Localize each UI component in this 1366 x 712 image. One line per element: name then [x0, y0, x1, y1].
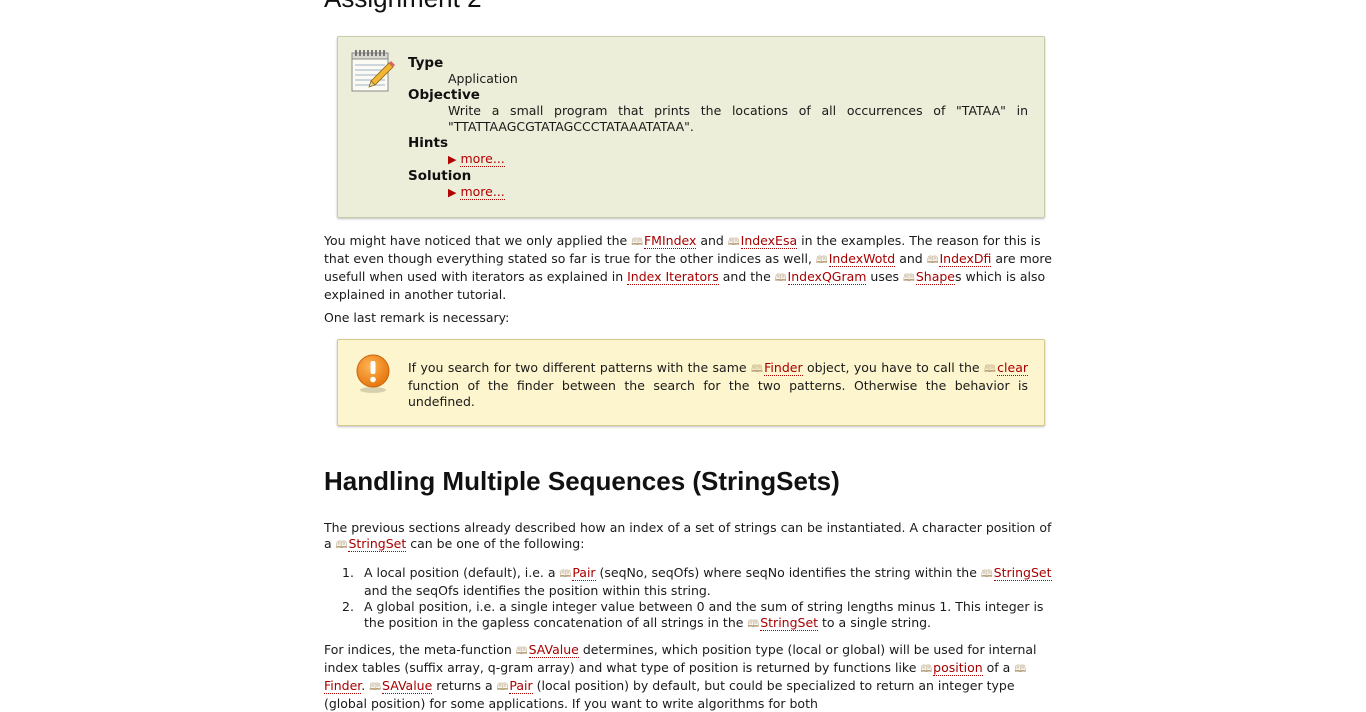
expand-triangle-icon: ▶ [448, 186, 457, 199]
text: If you search for two different patterns… [408, 360, 751, 375]
text: For indices, the meta-function [324, 642, 516, 657]
list-number: 2. [342, 599, 354, 614]
text: of a [982, 660, 1015, 675]
text: (seqNo, seqOfs) where seqNo identifies t… [595, 565, 981, 580]
text: can be one of the following: [406, 536, 585, 551]
objective-text: Write a small program that prints the lo… [448, 103, 1028, 134]
text: and the seqOfs identifies the position w… [364, 583, 711, 598]
link-pair[interactable]: Pair [509, 678, 533, 694]
list-number: 1. [342, 565, 354, 580]
list-item: 2. A global position, i.e. a single integ… [324, 599, 1061, 633]
paragraph: One last remark is necessary: [324, 310, 510, 325]
book-icon: 🕮 [815, 255, 828, 266]
text: object, you have to call the [802, 360, 984, 375]
link-stringset[interactable]: StringSet [993, 565, 1052, 581]
expand-triangle-icon: ▶ [448, 153, 457, 166]
book-icon: 🕮 [980, 569, 993, 580]
notepad-icon [351, 50, 395, 92]
type-label: Type [408, 55, 444, 71]
solution-toggle[interactable]: ▶more... [448, 184, 1028, 201]
paragraph: You might have noticed that we only appl… [324, 233, 1061, 303]
book-icon: 🕮 [496, 682, 509, 693]
book-icon: 🕮 [983, 364, 996, 375]
text: are more usefull when used with iterator… [324, 251, 1052, 284]
book-icon: 🕮 [774, 273, 787, 284]
link-indexesa[interactable]: IndexEsa [740, 233, 798, 249]
text: A local position (default), i.e. a [364, 565, 560, 580]
book-icon: 🕮 [1014, 664, 1026, 675]
assignment-details: Type Application Objective Write a small… [408, 55, 1028, 201]
section-heading: Assignment 2 [324, 0, 482, 13]
paragraph: For indices, the meta-function 🕮SAValue … [324, 642, 1061, 712]
book-icon: 🕮 [631, 237, 643, 248]
text: and [696, 233, 728, 248]
book-icon: 🕮 [335, 540, 348, 551]
text: The previous sections already described … [324, 520, 1052, 551]
type-value: Application [448, 71, 518, 86]
position-types-list: 1.A local position (default), i.e. a 🕮Pa… [324, 565, 1061, 633]
exclamation-icon [356, 354, 390, 393]
book-icon: 🕮 [903, 273, 915, 284]
hints-label: Hints [408, 135, 449, 151]
link-stringset[interactable]: StringSet [760, 615, 819, 631]
book-icon: 🕮 [559, 569, 572, 580]
hints-more-link[interactable]: more... [460, 151, 505, 167]
section-heading: Handling Multiple Sequences (StringSets) [324, 466, 840, 496]
book-icon: 🕮 [920, 664, 932, 675]
book-icon: 🕮 [515, 646, 528, 657]
text: to a single string. [818, 615, 932, 630]
text: in the examples. The reason for this is … [324, 233, 1041, 266]
link-savalue[interactable]: SAValue [528, 642, 579, 658]
link-shape[interactable]: Shape [915, 269, 955, 285]
link-index-iterators[interactable]: Index Iterators [627, 269, 719, 285]
link-savalue[interactable]: SAValue [382, 678, 433, 694]
book-icon: 🕮 [747, 619, 759, 630]
text: and the [718, 269, 775, 284]
text: returns a [432, 678, 497, 693]
assignment-box: Type Application Objective Write a small… [337, 36, 1045, 218]
paragraph: The previous sections already described … [324, 520, 1061, 554]
link-position[interactable]: position [933, 660, 983, 676]
link-indexqgram[interactable]: IndexQGram [787, 269, 867, 285]
hints-toggle[interactable]: ▶more... [448, 151, 1028, 168]
text: uses [866, 269, 904, 284]
text: determines, which position type (local o… [324, 642, 1037, 675]
solution-more-link[interactable]: more... [460, 184, 505, 200]
link-indexwotd[interactable]: IndexWotd [828, 251, 896, 267]
list-item: 1.A local position (default), i.e. a 🕮Pa… [324, 565, 1061, 599]
text: You might have noticed that we only appl… [324, 233, 632, 248]
warning-text: If you search for two different patterns… [408, 360, 1028, 410]
book-icon: 🕮 [369, 682, 381, 693]
solution-label: Solution [408, 168, 472, 184]
text: function of the finder between the searc… [408, 378, 1028, 409]
link-clear[interactable]: clear [997, 360, 1028, 376]
book-icon: 🕮 [727, 237, 740, 248]
link-indexdfi[interactable]: IndexDfi [939, 251, 992, 267]
link-finder[interactable]: Finder [764, 360, 803, 376]
link-stringset[interactable]: StringSet [348, 536, 407, 552]
objective-label: Objective [408, 87, 480, 103]
link-pair[interactable]: Pair [572, 565, 596, 581]
text: s which is also explained in another tut… [324, 269, 1046, 302]
warning-box: If you search for two different patterns… [337, 339, 1045, 426]
text: . [361, 678, 370, 693]
text: A global position, i.e. a single integer… [364, 599, 1044, 630]
text: and [895, 251, 927, 266]
book-icon: 🕮 [750, 364, 763, 375]
book-icon: 🕮 [926, 255, 939, 266]
link-fmindex[interactable]: FMIndex [643, 233, 697, 249]
link-finder[interactable]: Finder [324, 678, 362, 694]
